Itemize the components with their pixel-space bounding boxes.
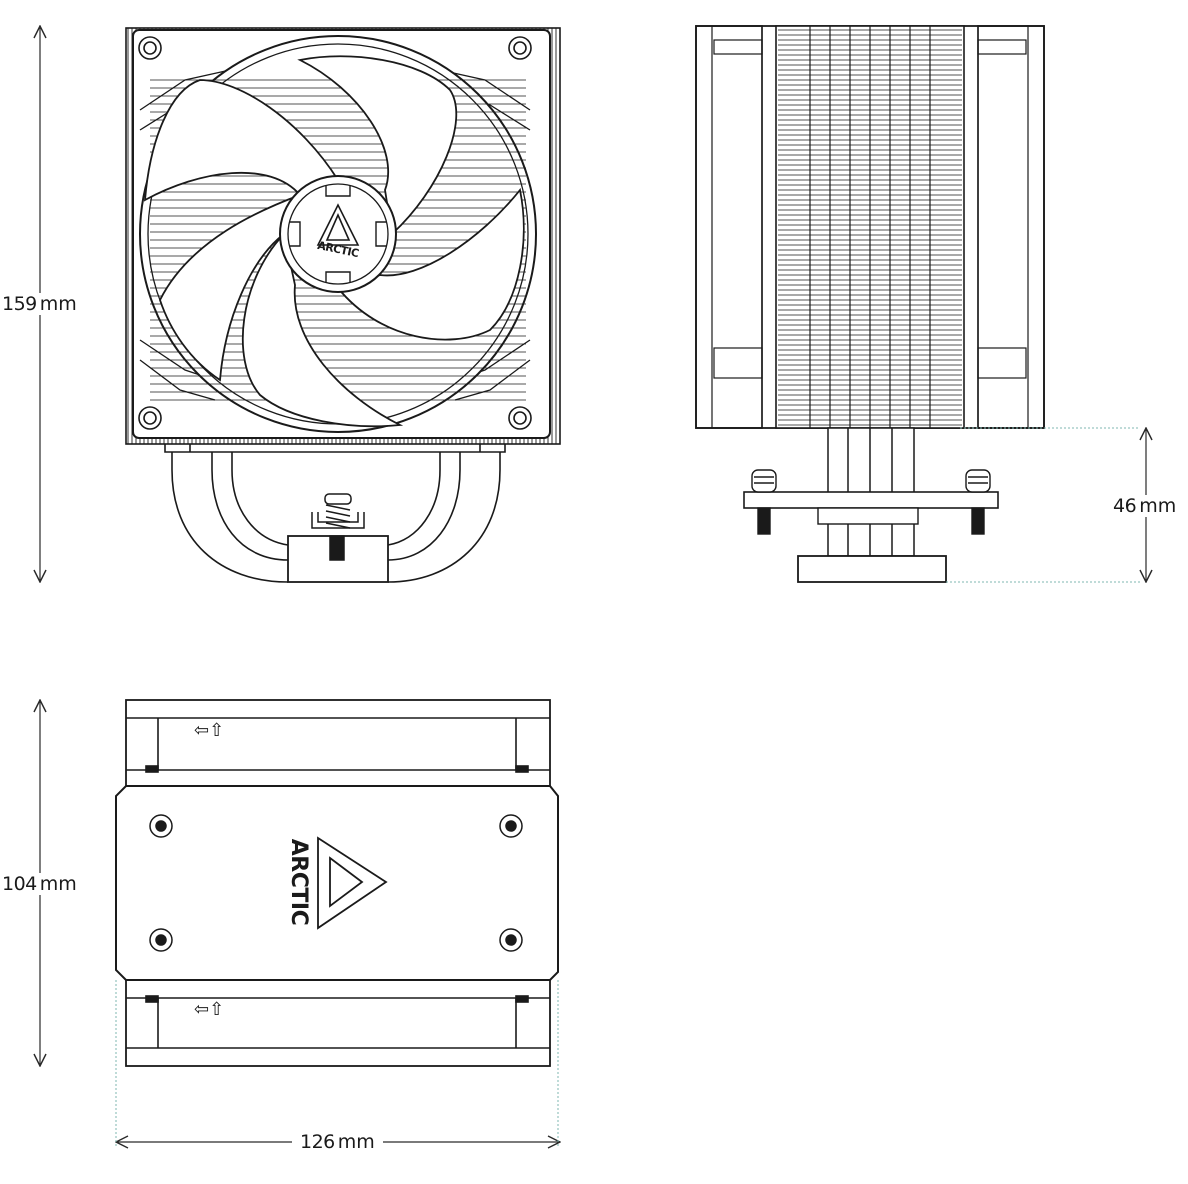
front-view [125,27,561,583]
mounting-spring [311,493,365,561]
dimension-unit: mm [337,1131,375,1153]
side-base-plate [797,555,947,583]
dimension-value: 159 [2,293,37,315]
side-heatpipe-lines [809,26,931,428]
side-screws [751,469,991,535]
fan-blades [143,55,525,428]
top-logo-triangle-icon [317,836,388,930]
extension-lines [115,427,1140,1148]
side-view [695,25,1045,583]
dimension-value: 46 [1113,495,1137,517]
mounting-bar [743,491,999,509]
top-cover-screws [149,814,523,952]
fan-screw-holes [138,36,532,430]
dimension-value: 126 [300,1131,335,1153]
top-cover-logo: ARCTIC [286,838,311,926]
heatpipes [164,444,506,583]
hub-tabs [290,186,386,282]
hub-logo-triangle-icon [316,203,360,246]
dimension-unit: mm [1139,495,1177,517]
dimension-unit: mm [39,293,77,315]
dimension-unit: mm [39,873,77,895]
airflow-direction-icon-front: ⇦⇧ [194,999,225,1020]
top-view [115,699,559,1067]
airflow-direction-icon-rear: ⇦⇧ [194,720,225,741]
dimension-value: 104 [2,873,37,895]
